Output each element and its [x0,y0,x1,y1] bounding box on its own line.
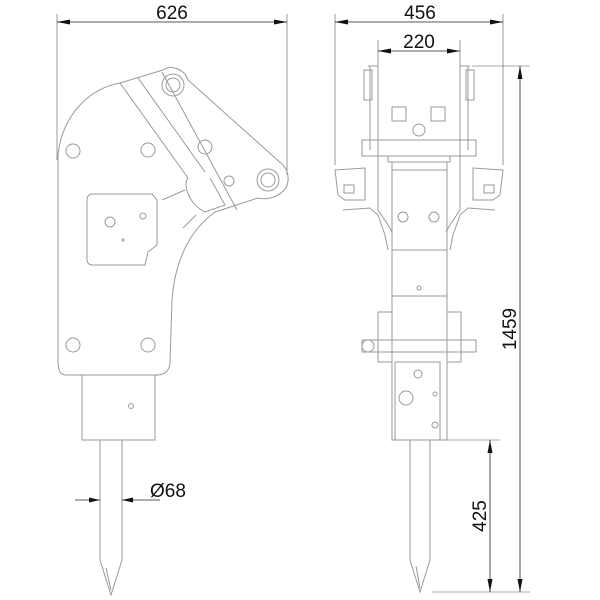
side-bracket-right [472,167,504,201]
bolt-icon [391,106,407,122]
bolt-icon [361,339,375,353]
hose-guard-left [342,207,389,251]
bolt-icon [483,184,495,194]
arrow-icon [517,579,523,592]
hose-guard [185,177,226,213]
side-view: 626 Ø68 [56,3,289,597]
bolt-icon [343,184,355,194]
pin-icon [161,73,185,97]
pin-boss-right [465,69,475,101]
retaining-pin-icon [128,403,134,409]
arrow-icon [447,48,460,54]
width-dimension-label: 626 [156,3,188,24]
arrow-icon [122,497,133,503]
cross-pin [361,139,477,157]
height-dimension-label: 1459 [500,308,521,350]
hose-guard-right [449,207,496,251]
clamp-bar [361,339,477,353]
fitting-icon [413,369,423,379]
chisel-tool [99,440,123,597]
cross-plate [387,155,451,163]
arrow-icon [274,19,287,25]
arrow-icon [378,48,391,54]
chisel-tool [409,440,431,594]
pin-boss-left [363,69,373,101]
tool-length-dimension-label: 425 [470,500,491,532]
bolt-icon [140,337,156,353]
valve-panel [86,193,158,266]
bracket-plate-right [445,65,470,233]
marker-dot [416,285,422,291]
bolt-icon [65,143,81,159]
clamp-left [377,311,393,363]
front-head [394,361,441,441]
arrow-icon [89,497,100,503]
bolt-icon [197,139,213,155]
inner-width-dimension-label: 220 [403,32,435,53]
pin-inner-icon [165,77,181,93]
arrow-icon [57,19,70,25]
bolt-icon [140,142,156,158]
arrow-icon [490,19,503,25]
retaining-pin-icon [398,390,414,406]
breaker-body [391,161,448,441]
pin-icon [256,168,280,192]
bolt-icon [428,211,440,223]
valve-plug-icon [104,216,116,228]
bolt-icon [430,106,446,122]
valve-screw-icon [139,212,147,220]
front-head [81,374,156,441]
chisel-tip-line [415,565,421,589]
arrow-icon [335,19,348,25]
front-view: 456 220 1459 425 [334,3,530,594]
pin-inner-icon [260,172,276,188]
clamp-right [446,311,462,363]
hose-line [161,189,197,229]
chisel-tip-line [105,567,112,591]
side-bracket-left [334,167,366,201]
bracket-plate-left [368,65,393,233]
breaker-housing-outline [57,67,289,376]
bolt-icon [397,211,409,223]
bolt-icon [65,337,81,353]
arrow-icon [487,579,493,592]
housing-band [119,71,238,211]
diameter-dimension-label: Ø68 [150,481,186,502]
marker-dot [431,421,439,429]
width-dimension-label: 456 [404,3,436,24]
marker-dot [121,238,125,242]
fitting-icon [223,175,235,187]
fitting-icon [412,123,426,137]
marker-dot [432,391,438,397]
arrow-icon [487,440,493,453]
arrow-icon [517,66,523,79]
